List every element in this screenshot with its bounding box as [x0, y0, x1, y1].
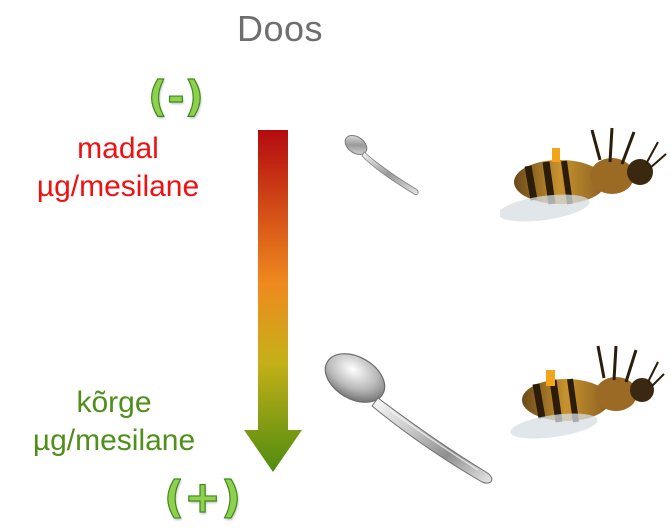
- tablespoon-icon: [310, 340, 510, 490]
- honeybee-icon: [508, 336, 668, 456]
- low-dose-word: madal: [4, 130, 232, 168]
- arrow-shape: [244, 130, 302, 472]
- teaspoon-icon: [334, 125, 434, 205]
- high-dose-unit: µg/mesilane: [0, 422, 228, 460]
- low-dose-unit: µg/mesilane: [4, 168, 232, 206]
- high-dose-word: kõrge: [0, 384, 228, 422]
- page-title: Doos: [0, 8, 560, 50]
- high-dose-label: kõrge µg/mesilane: [0, 384, 228, 460]
- low-dose-label: madal µg/mesilane: [4, 130, 232, 206]
- plus-sign: (+): [164, 472, 241, 523]
- minus-sign: (-): [148, 72, 204, 121]
- honeybee-icon: [500, 120, 670, 240]
- dose-gradient-arrow: [232, 120, 316, 476]
